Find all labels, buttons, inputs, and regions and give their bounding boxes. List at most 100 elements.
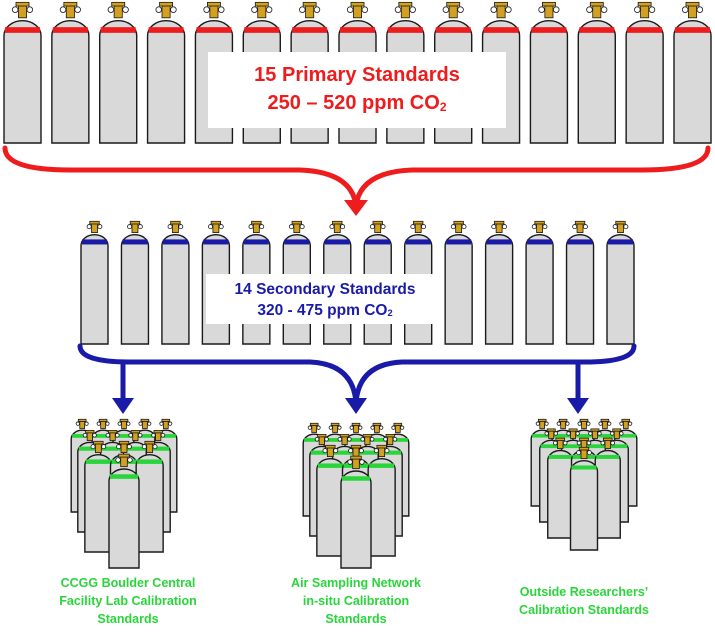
valve-icon	[105, 430, 120, 441]
gas-cylinder-icon	[135, 440, 164, 553]
destination-outside-label: Outside Researchers’ Calibration Standar…	[519, 585, 649, 617]
gas-cylinder-icon	[673, 1, 712, 144]
valve-icon	[299, 1, 321, 19]
valve-icon	[538, 1, 560, 19]
valve-icon	[11, 1, 34, 19]
valve-icon	[373, 444, 390, 457]
valve-icon	[370, 422, 384, 433]
gas-cylinder-icon	[577, 1, 616, 144]
gas-cylinder-icon	[444, 220, 473, 345]
valve-icon	[251, 1, 273, 19]
primary-range: 250 – 520 ppm CO2	[267, 92, 447, 114]
valve-icon	[208, 220, 224, 233]
valve-icon	[544, 428, 558, 439]
destination-air-sampling-label: Air Sampling Network in-situ Calibration…	[291, 576, 421, 626]
gas-cylinder-icon	[84, 440, 113, 553]
gas-cylinder-icon	[569, 446, 599, 551]
valve-icon	[248, 220, 265, 233]
valve-icon	[619, 418, 633, 429]
valve-icon	[566, 428, 580, 439]
valve-icon	[681, 1, 704, 19]
valve-icon	[572, 220, 588, 233]
valve-icon	[151, 430, 166, 441]
valve-icon	[107, 1, 129, 19]
gas-cylinder-icon	[80, 220, 109, 345]
valve-icon	[552, 437, 568, 449]
valve-icon	[600, 437, 616, 449]
gas-cylinder-icon	[51, 1, 90, 144]
valve-icon	[490, 1, 512, 19]
valve-icon	[634, 1, 656, 19]
gas-cylinder-icon	[565, 220, 595, 345]
gas-cylinder-icon	[367, 444, 396, 557]
primary-title: 15 Primary Standards	[254, 64, 460, 86]
gas-cylinder-icon	[161, 220, 190, 345]
gas-cylinder-icon	[525, 220, 554, 345]
valve-icon	[127, 220, 143, 233]
valve-icon	[329, 220, 346, 233]
valve-icon	[155, 1, 177, 19]
valve-icon	[391, 422, 405, 433]
valve-icon	[349, 422, 363, 433]
valve-icon	[491, 220, 507, 233]
secondary-brace-icon	[77, 343, 637, 405]
valve-icon	[531, 220, 548, 233]
secondary-title: 14 Secondary Standards	[234, 281, 416, 298]
secondary-range: 320 - 475 ppm CO2	[257, 302, 393, 319]
valve-icon	[328, 422, 342, 433]
valve-icon	[314, 434, 329, 445]
gas-cylinder-icon	[594, 437, 621, 539]
valve-icon	[59, 1, 81, 19]
valve-icon	[159, 418, 173, 429]
gas-cylinder-icon	[99, 1, 138, 144]
valve-icon	[598, 418, 612, 429]
gas-cylinder-icon	[606, 220, 635, 345]
valve-icon	[347, 455, 365, 470]
gas-cylinder-icon	[547, 437, 574, 539]
valve-icon	[410, 220, 427, 233]
secondary-standards-label: 14 Secondary Standards 320 - 475 ppm CO2	[206, 274, 444, 324]
valve-icon	[90, 440, 107, 453]
valve-icon	[442, 1, 464, 19]
gas-cylinder-icon	[484, 220, 514, 345]
center-arrow-head-icon	[345, 398, 367, 414]
valve-icon	[117, 418, 131, 429]
valve-icon	[128, 430, 143, 441]
valve-icon	[75, 418, 89, 429]
valve-icon	[167, 220, 184, 233]
valve-icon	[612, 220, 629, 233]
valve-icon	[138, 418, 152, 429]
valve-icon	[576, 446, 592, 459]
valve-icon	[141, 440, 158, 453]
valve-icon	[577, 418, 591, 429]
valve-icon	[96, 418, 110, 429]
valve-icon	[322, 444, 339, 457]
valve-icon	[86, 220, 103, 233]
valve-icon	[82, 430, 97, 441]
valve-icon	[307, 422, 321, 433]
valve-icon	[288, 220, 305, 233]
valve-icon	[369, 220, 386, 233]
gas-cylinder-icon	[146, 1, 186, 144]
primary-arrow-icon	[344, 200, 368, 216]
gas-cylinder-icon	[316, 444, 345, 557]
valve-icon	[383, 434, 398, 445]
gas-cylinder-icon	[3, 1, 42, 144]
outside-researchers-cylinder-cluster	[530, 418, 638, 551]
valve-icon	[556, 418, 570, 429]
valve-icon	[203, 1, 225, 19]
valve-icon	[360, 434, 375, 445]
right-arrow-head-icon	[567, 398, 589, 414]
valve-icon	[610, 428, 624, 439]
valve-icon	[116, 440, 132, 453]
air-sampling-cylinder-cluster	[302, 422, 410, 569]
ccgg-cylinder-cluster	[70, 418, 178, 569]
valve-icon	[394, 1, 416, 19]
gas-cylinder-icon	[529, 1, 569, 144]
left-arrow-head-icon	[112, 398, 134, 414]
valve-icon	[588, 428, 602, 439]
valve-icon	[348, 444, 364, 457]
gas-cylinder-icon	[108, 453, 140, 569]
primary-standards-label: 15 Primary Standards 250 – 520 ppm CO2	[208, 52, 506, 128]
valve-icon	[337, 434, 352, 445]
